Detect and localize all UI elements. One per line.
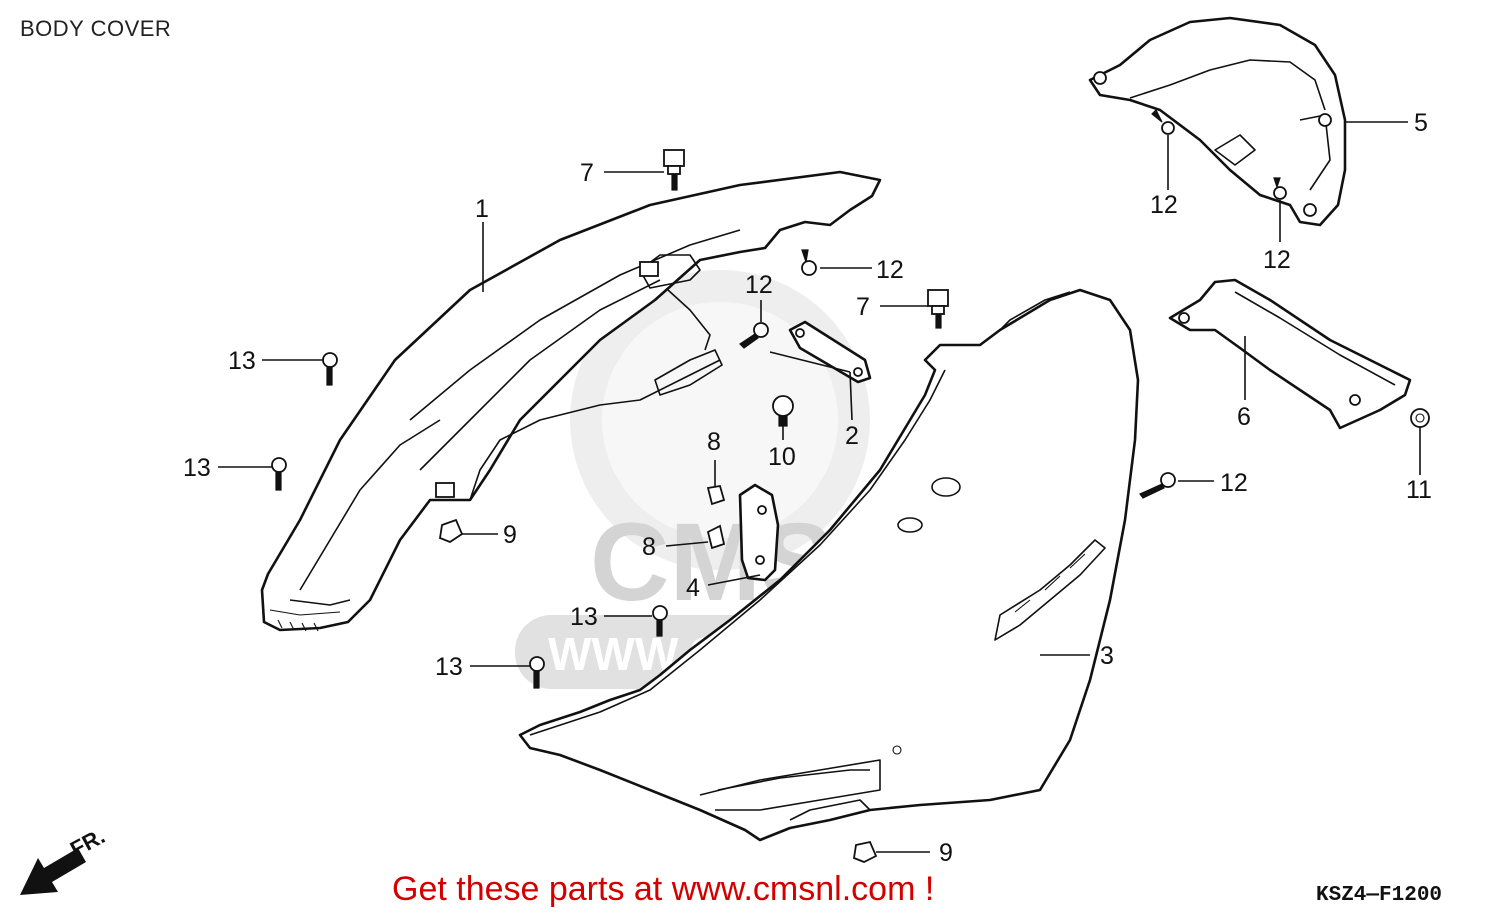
callout-12-c: 12 (1220, 469, 1248, 497)
callout-5: 5 (1414, 109, 1428, 137)
callout-10: 10 (768, 443, 796, 471)
callout-12-b: 12 (876, 256, 904, 284)
part-1-rear-cover (260, 170, 882, 632)
callout-8-a: 8 (707, 428, 721, 456)
callout-4: 4 (686, 574, 700, 602)
callout-1: 1 (475, 195, 489, 223)
callout-9-b: 9 (939, 839, 953, 867)
screw-12-d (1151, 108, 1175, 135)
callout-13-a: 13 (228, 347, 256, 375)
callout-2: 2 (845, 422, 859, 450)
part-6-rail (1168, 278, 1412, 430)
clip-8-a (706, 484, 726, 506)
nut-9-b (853, 840, 878, 863)
callout-12-d: 12 (1150, 191, 1178, 219)
grommet-11 (1410, 408, 1430, 428)
footer-promo-text: Get these parts at www.cmsnl.com ! (392, 870, 935, 908)
callout-13-b: 13 (183, 454, 211, 482)
callout-7-b: 7 (856, 293, 870, 321)
leader-lines (218, 121, 1421, 853)
diagram-code: KSZ4—F1200 (1316, 884, 1443, 907)
part-3-side-cover (518, 288, 1140, 842)
screw-13-d (529, 656, 545, 689)
callout-9-a: 9 (503, 521, 517, 549)
nut-9-a (439, 518, 464, 544)
bolt-7-b (927, 289, 949, 329)
part-5-cover (1088, 16, 1347, 227)
callout-6: 6 (1237, 403, 1251, 431)
callout-11: 11 (1406, 476, 1432, 504)
clip-8-b (706, 524, 726, 550)
callout-labels: 1 2 3 4 5 6 7 7 8 8 9 9 10 11 12 12 12 1… (183, 109, 1432, 867)
bolt-7-a (663, 149, 685, 191)
part-2-bracket (788, 320, 872, 384)
front-direction-arrow (20, 848, 86, 895)
callout-13-c: 13 (570, 603, 598, 631)
screw-12-a (739, 322, 769, 349)
part-4-plate (738, 483, 780, 582)
callout-12-e: 12 (1263, 246, 1291, 274)
screw-12-b (801, 249, 817, 276)
callout-7-a: 7 (580, 159, 594, 187)
screw-13-c (652, 605, 668, 637)
screw-13-b (271, 457, 287, 491)
callout-12-a: 12 (745, 271, 773, 299)
diagram-title: BODY COVER (20, 16, 172, 41)
callout-13-d: 13 (435, 653, 463, 681)
screw-12-c (1139, 472, 1176, 499)
screw-13-a (322, 352, 338, 386)
callout-8-b: 8 (642, 533, 656, 561)
screw-12-e (1273, 177, 1287, 200)
callout-3: 3 (1100, 642, 1114, 670)
